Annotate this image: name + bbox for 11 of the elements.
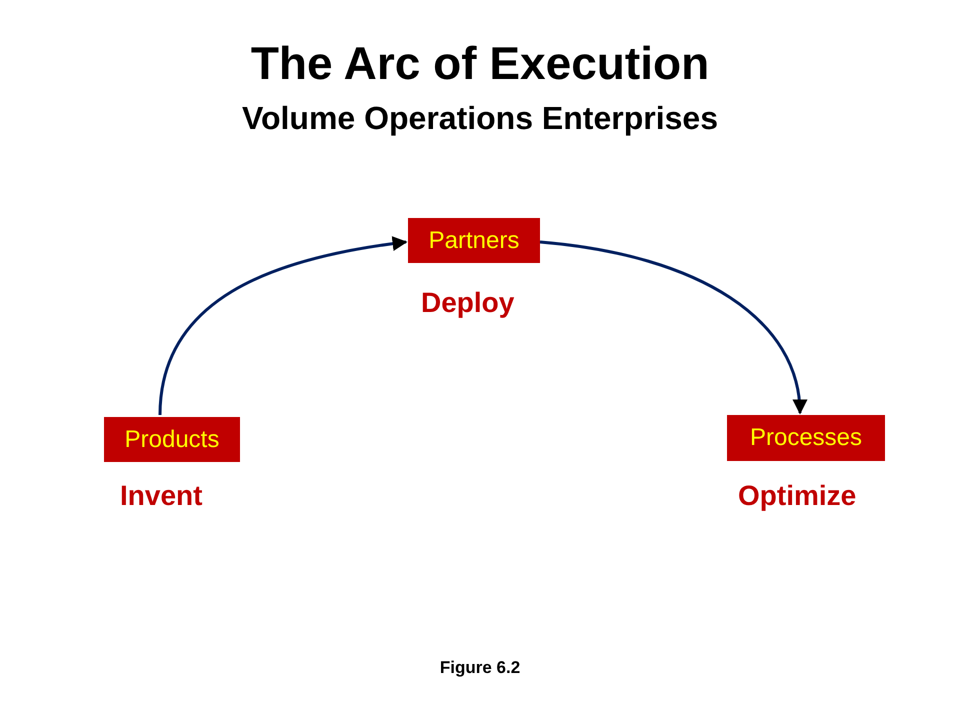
stage-label: Deploy: [421, 286, 514, 320]
caption: Figure 6.2: [438, 657, 522, 679]
label-box: Products: [104, 417, 240, 462]
subtitle: Volume Operations Enterprises: [241, 102, 719, 134]
curved-arrow: [158, 236, 408, 416]
label-box: Partners: [408, 218, 540, 263]
stage-label: Optimize: [738, 479, 856, 513]
title: The Arc of Execution: [250, 40, 710, 86]
curved-arrow: [540, 240, 806, 414]
label-box: Processes: [727, 415, 885, 461]
stage-label: Invent: [120, 479, 202, 513]
